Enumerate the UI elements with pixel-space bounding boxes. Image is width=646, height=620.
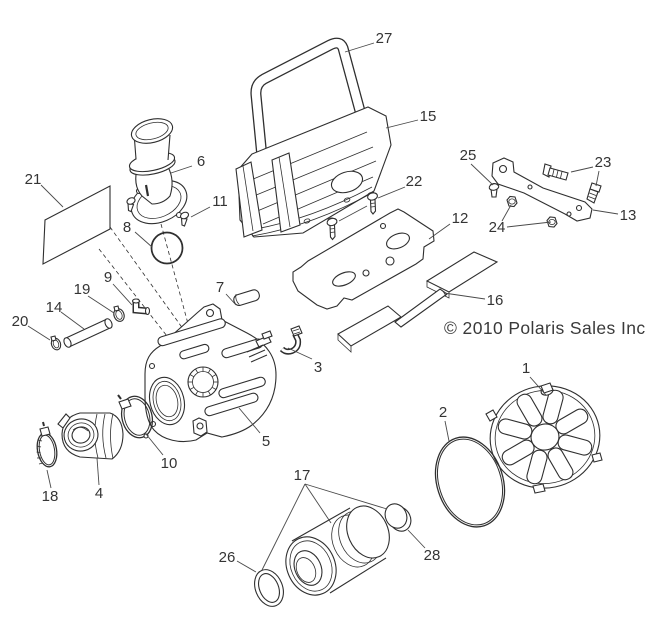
part-17-filter [285, 505, 390, 596]
part-15-lid [235, 106, 392, 238]
callout-28: 28 [424, 547, 441, 564]
leader-line-16 [443, 292, 486, 300]
part-8-oring [150, 231, 184, 265]
part-9-elbow [131, 298, 151, 316]
callout-12: 12 [452, 210, 469, 227]
part-6-intake-tube [128, 118, 188, 225]
assembly-dashed-lines [98, 223, 201, 369]
leader-line-17 [261, 483, 306, 571]
callout-20: 20 [12, 313, 29, 330]
leader-line-13 [592, 209, 619, 215]
callout-19: 19 [74, 281, 91, 298]
nut-icon [506, 195, 518, 208]
leader-line-21 [40, 184, 64, 208]
callout-1: 1 [522, 360, 530, 377]
part-1-cover [485, 382, 603, 494]
part-10-clamp [117, 394, 154, 439]
leader-line-26 [236, 560, 257, 573]
callout-8: 8 [123, 219, 131, 236]
leader-line-3 [287, 347, 313, 360]
part-20-clamp [50, 335, 62, 351]
part-13-bracket [491, 157, 593, 222]
leader-line-18 [46, 469, 52, 489]
port-ribs [188, 367, 218, 397]
part-4-boot [57, 412, 124, 460]
leader-line-5 [238, 407, 261, 434]
leader-line-10 [145, 433, 164, 456]
copyright-text: © 2010 Polaris Sales Inc. [444, 318, 646, 338]
callout-5: 5 [262, 433, 270, 450]
part-25-screw [488, 182, 500, 198]
callout-22: 22 [406, 173, 423, 190]
leader-line-7 [225, 293, 237, 306]
part-26-seal [254, 569, 284, 607]
part-3-fitting [279, 325, 303, 355]
callout-10: 10 [161, 455, 178, 472]
leader-line-24 [506, 221, 552, 228]
part-12-plate [292, 208, 435, 310]
leader-line-11 [190, 206, 211, 218]
leader-line-24 [501, 204, 512, 222]
part-2-oring [434, 436, 506, 528]
part-28-cap [384, 503, 412, 532]
callout-21: 21 [25, 171, 42, 188]
callout-23: 23 [595, 154, 612, 171]
callout-11: 11 [212, 193, 228, 210]
part-22-screws [325, 191, 378, 241]
callout-18: 18 [42, 488, 59, 505]
leader-line-15 [385, 119, 419, 129]
callout-13: 13 [620, 207, 637, 224]
leader-line-25 [470, 163, 494, 186]
leader-line-17 [304, 483, 332, 524]
callout-16: 16 [487, 292, 504, 309]
leader-line-28 [407, 529, 426, 549]
callout-7: 7 [216, 279, 224, 296]
leader-line-19 [87, 295, 115, 314]
leader-line-14 [60, 311, 85, 330]
part-5-airbox [144, 303, 277, 443]
leader-line-8 [134, 231, 153, 248]
part-16-strap [337, 251, 499, 353]
callout-2: 2 [439, 404, 447, 421]
leader-line-27 [344, 42, 375, 53]
part-7-tube [233, 289, 260, 307]
screw-icon [126, 197, 136, 213]
part-18-clamp [36, 421, 58, 468]
clamp-teeth [36, 439, 44, 465]
leader-line-6 [170, 165, 193, 174]
leader-line-12 [428, 223, 451, 240]
callout-17: 17 [294, 467, 311, 484]
callout-6: 6 [197, 153, 205, 170]
callout-24: 24 [489, 219, 506, 236]
callout-25: 25 [460, 147, 477, 164]
callout-15: 15 [420, 108, 437, 125]
part-14-hose [63, 318, 113, 348]
part-21-decal [42, 185, 111, 265]
leader-line-1 [529, 376, 547, 396]
leader-line-22 [338, 205, 368, 222]
leader-line-20 [27, 325, 51, 341]
callout-26: 26 [219, 549, 236, 566]
screw-icon [367, 191, 378, 215]
part-24-nuts [506, 195, 558, 228]
cover-ribs [497, 389, 593, 485]
callout-4: 4 [95, 485, 103, 502]
leader-line-22 [377, 186, 406, 199]
leader-line-17 [304, 483, 388, 510]
part-11-screws [126, 197, 191, 227]
callout-9: 9 [104, 269, 112, 286]
leader-line-4 [96, 457, 100, 486]
leader-line-2 [444, 420, 450, 442]
callout-27: 27 [376, 30, 393, 47]
part-19-clamp [113, 305, 125, 322]
leader-line-23 [570, 166, 594, 173]
part-23-bolts [542, 163, 602, 204]
leader-line-9 [112, 283, 133, 306]
callout-3: 3 [314, 359, 322, 376]
leader-line-23 [595, 170, 600, 187]
callout-14: 14 [46, 299, 63, 316]
